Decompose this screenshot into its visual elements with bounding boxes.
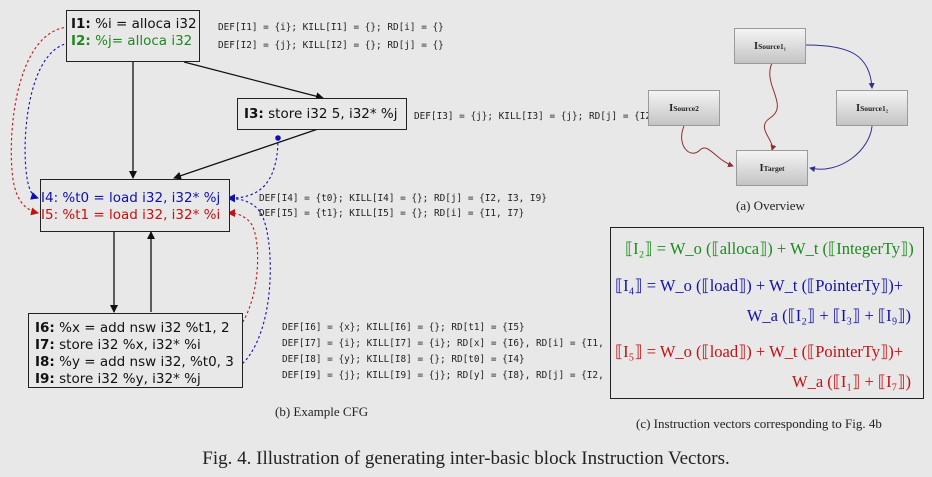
node-source1-base: I: [753, 40, 759, 52]
instr-i9: I9: store i32 %y, i32* %j: [35, 371, 242, 388]
instr-i1: I1: %i = alloca i32: [71, 16, 199, 33]
instr-i4: I4: %t0 = load i32, i32* %j: [41, 190, 221, 206]
instr-i7-text: store i32 %x, i32* %i: [54, 337, 201, 353]
instr-i1-id: I1:: [71, 16, 91, 32]
node-target-sub: Target: [763, 163, 785, 173]
instr-i6-id: I6:: [35, 320, 55, 336]
annotation-i6: DEF[I6] = {x}; KILL[I6] = {}; RD[t1] = {…: [282, 322, 525, 333]
figure-caption: Fig. 4. Illustration of generating inter…: [202, 448, 730, 469]
instr-i8-text: %y = add nsw i32, %t0, 3: [54, 354, 234, 370]
node-source1-sub: Source1₁: [758, 41, 787, 51]
equation-i4-line2: W_a (⟦I₂⟧ + ⟦I₃⟧ + ⟦I₉⟧): [746, 306, 911, 325]
edge-b1-b3: [183, 61, 324, 101]
overview-edge-source1-source12: [805, 44, 875, 89]
annotation-i9: DEF[I9] = {j}; KILL[I9] = {j}; RD[y] = {…: [282, 370, 649, 381]
equation-i4-line1: ⟦I₄⟧ = W_o (⟦load⟧) + W_t (⟦PointerTy⟧)+: [615, 276, 904, 295]
basic-block-4: I4: %t0 = load i32, i32* %j I5: %t1 = lo…: [40, 179, 230, 232]
basic-block-3: I3: store i32 5, i32* %j: [237, 98, 407, 130]
annotation-i2: DEF[I2] = {j}; KILL[I2] = {}; RD[j] = {}: [218, 40, 444, 51]
reach-i2-i4: [24, 42, 70, 200]
instr-i5: I5: %t1 = load i32, i32* %i: [41, 207, 221, 223]
instr-i2-id: I2:: [71, 33, 91, 49]
instr-i9-text: store i32 %y, i32* %j: [54, 371, 201, 387]
node-source12-base: I: [855, 102, 861, 114]
basic-block-1: I1: %i = alloca i32 I2: %j= alloca i32: [66, 10, 200, 62]
node-source12-sub: Source1₂: [860, 103, 889, 113]
instr-i6-text: %x = add nsw i32 %t1, 2: [54, 320, 230, 336]
basic-block-6: I6: %x = add nsw i32 %t1, 2 I7: store i3…: [28, 313, 243, 388]
edge-b3-b4: [173, 128, 319, 180]
overview-edge-source2-target: [681, 125, 734, 168]
equation-i5-line1: ⟦I₅⟧ = W_o (⟦load⟧) + W_t (⟦PointerTy⟧)+: [615, 342, 904, 361]
instr-i2: I2: %j= alloca i32: [71, 33, 199, 50]
instr-i3-id: I3:: [244, 106, 264, 122]
annotation-i1: DEF[I1] = {i}; KILL[I1] = {}; RD[i] = {}: [218, 22, 444, 33]
instr-i1-text: %i = alloca i32: [90, 16, 197, 32]
caption-vectors: (c) Instruction vectors corresponding to…: [636, 416, 882, 431]
annotation-i7: DEF[I7] = {i}; KILL[I7] = {i}; RD[x] = {…: [282, 338, 627, 349]
caption-cfg: (b) Example CFG: [275, 404, 369, 419]
instr-i7-id: I7:: [35, 337, 55, 353]
instr-i3-text: store i32 5, i32* %j: [263, 106, 398, 122]
node-source2-base: I: [669, 102, 674, 114]
instr-i7: I7: store i32 %x, i32* %i: [35, 337, 242, 354]
instr-i3: I3: store i32 5, i32* %j: [244, 106, 406, 123]
annotation-i4: DEF[I4] = {t0}; KILL[I4] = {}; RD[j] = {…: [259, 193, 547, 204]
annotation-i3: DEF[I3] = {j}; KILL[I3] = {j}; RD[j] = {…: [414, 111, 657, 122]
overview-edge-source1-target: [763, 62, 778, 151]
instr-i6: I6: %x = add nsw i32 %t1, 2: [35, 320, 242, 337]
instr-i9-id: I9:: [35, 371, 55, 387]
node-source2-sub: Source2: [673, 103, 699, 113]
annotation-i5: DEF[I5] = {t1}; KILL[I5] = {}; RD[i] = {…: [259, 208, 525, 219]
annotation-i8: DEF[I8] = {y}; KILL[I8] = {}; RD[t0] = {…: [282, 354, 525, 365]
node-target-base: I: [759, 162, 764, 174]
overview-edge-source12-target: [809, 125, 873, 173]
instr-i2-text: %j= alloca i32: [90, 33, 193, 49]
def-dot-i3: [275, 135, 281, 141]
equation-i2: ⟦I₂⟧ = W_o (⟦alloca⟧) + W_t (⟦IntegerTy⟧…: [625, 239, 914, 258]
instr-i8: I8: %y = add nsw i32, %t0, 3: [35, 354, 242, 371]
caption-overview: (a) Overview: [736, 198, 805, 213]
instruction-vectors-box: ⟦I₂⟧ = W_o (⟦alloca⟧) + W_t (⟦IntegerTy⟧…: [610, 227, 924, 399]
equation-i5-line2: W_a (⟦I₁⟧ + ⟦I₇⟧): [792, 372, 911, 391]
reach-i3-i4: [227, 137, 279, 202]
reach-i9-i4: [215, 194, 271, 377]
instr-i8-id: I8:: [35, 354, 55, 370]
